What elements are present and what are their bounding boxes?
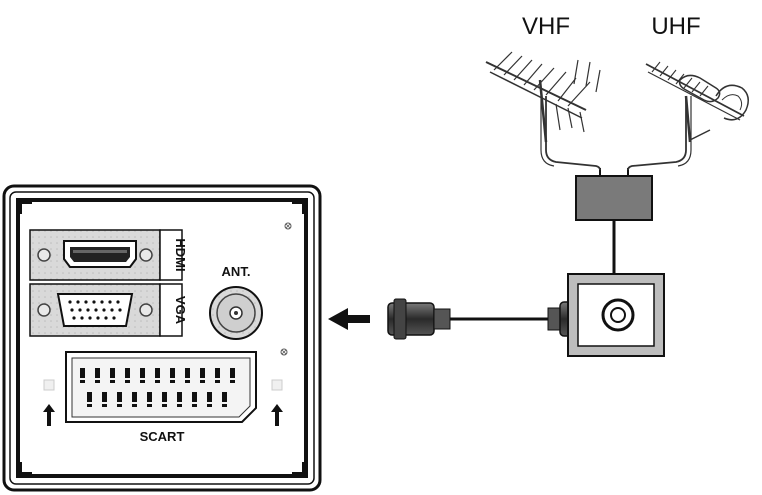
ant-socket: ANT. (209, 264, 263, 340)
coax-plug-left (387, 298, 451, 340)
hdmi-connector-icon (63, 240, 137, 268)
hdmi-label: HDMI (173, 238, 188, 271)
vga-connector-icon (56, 293, 134, 327)
antenna-combiner-box (575, 168, 653, 221)
ant-label: ANT. (222, 264, 251, 279)
vhf-antenna-icon (485, 51, 601, 143)
scart-port: SCART (65, 351, 257, 444)
arrow-up-icon (271, 404, 283, 426)
coaxial-cable (387, 298, 599, 340)
vga-label: VGA (173, 296, 188, 325)
antenna-wall-socket (567, 273, 665, 357)
uhf-label: UHF (651, 13, 700, 40)
arrow-up-icon (43, 404, 55, 426)
vhf-label: VHF (522, 13, 570, 40)
uhf-antenna-icon (645, 61, 749, 143)
scart-label: SCART (140, 429, 185, 444)
arrow-left-icon (328, 308, 370, 330)
scart-pins (80, 368, 235, 407)
hdmi-port-block: HDMI (29, 229, 188, 281)
vga-port-block: VGA (29, 283, 188, 337)
screw-icon (284, 222, 292, 230)
screw-icon (280, 348, 288, 356)
